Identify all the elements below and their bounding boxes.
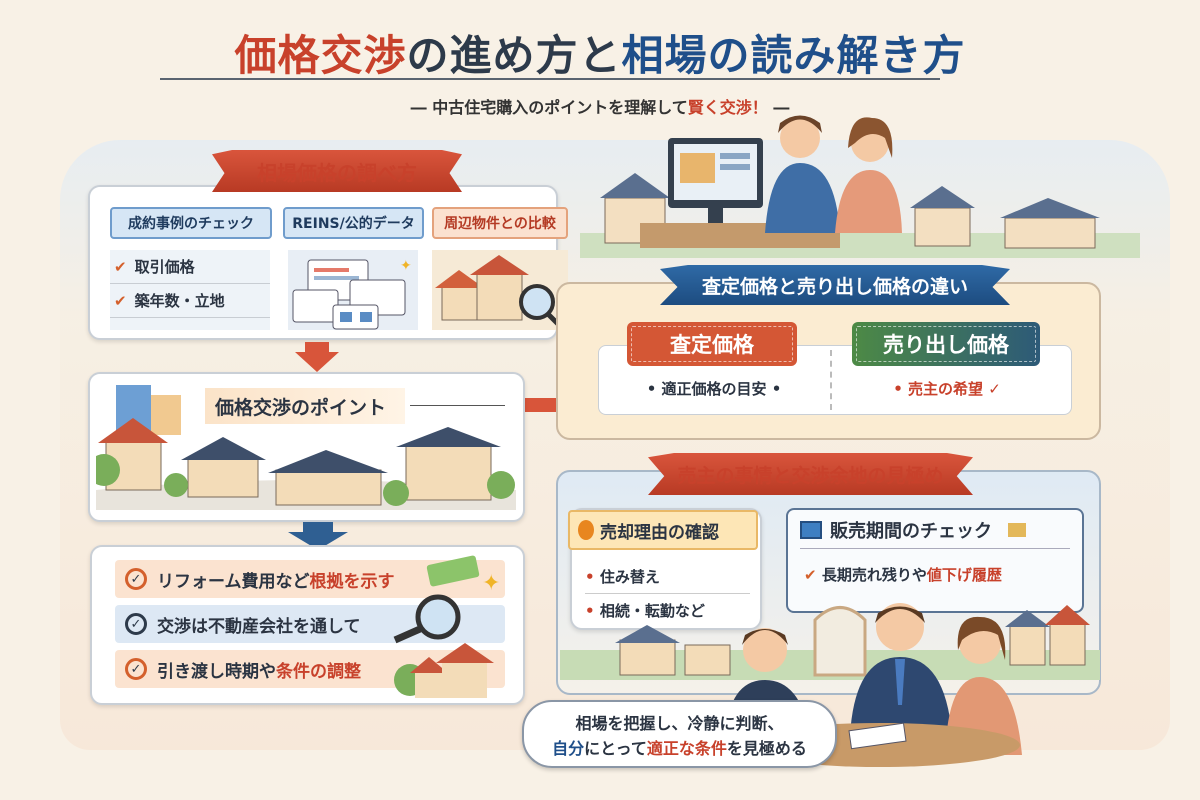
conclusion-text: を見極める [726, 739, 807, 758]
title-dark: の進め方と [406, 31, 622, 80]
negotiation-points-heading: 価格交渉のポイント [205, 388, 405, 424]
price-difference-ribbon: 査定価格と売り出し価格の違い [660, 265, 1010, 305]
sale-reason-list: • 住み替え • 相続・転勤など [585, 560, 750, 627]
check-icon: ✔ [804, 566, 817, 584]
meeting-illustration [560, 603, 1100, 767]
check-circle-icon: ✓ [125, 658, 147, 680]
seller-situation-ribbon: 売主の事情と交渉余地の見極め [648, 453, 973, 495]
house-magnifier-icon [432, 250, 568, 330]
calendar-icon [800, 521, 822, 539]
sales-period-card [786, 508, 1084, 613]
title-blue: 相場の読み解き方 [621, 31, 966, 80]
divider [800, 548, 1070, 549]
heading-rule [410, 405, 505, 406]
conclusion-blue: 自分 [552, 739, 585, 758]
check-circle-icon: ✓ [125, 568, 147, 590]
title-red: 価格交渉 [234, 31, 407, 80]
item-text: 引き渡し時期や [157, 661, 276, 682]
check-icon: ✔ [114, 257, 127, 276]
checklist-item: ✔ 取引価格 [110, 250, 270, 284]
divider [830, 350, 832, 410]
couple-at-computer-illustration [580, 115, 1140, 258]
money-magnifier-house-illustration: ✦ [393, 555, 500, 698]
list-item: • 相続・転勤など [585, 594, 750, 627]
arrow-down-blue-icon [288, 522, 348, 550]
tab-closed-deals: 成約事例のチェック [110, 207, 272, 239]
assessed-price-note: • 適正価格の目安 • [646, 380, 782, 398]
item-highlight: 根拠を示す [309, 571, 395, 592]
subtitle: ― 中古住宅購入のポイントを理解して賢く交渉！ ― [0, 94, 1200, 118]
item-text: リフォーム費用など [157, 571, 310, 592]
listing-price-badge: 売り出し価格 [852, 322, 1040, 366]
assessed-price-badge: 査定価格 [627, 322, 797, 366]
item-highlight: 条件の調整 [276, 661, 361, 682]
item-text: 長期売れ残りや [821, 566, 927, 584]
tab-nearby-comparison: 周辺物件との比較 [432, 207, 568, 239]
conclusion-line1: 相場を把握し、冷静に判断、 [575, 714, 784, 733]
info-icon [578, 520, 594, 540]
negotiation-item: ✓ 引き渡し時期や条件の調整 [115, 650, 505, 688]
bullet-icon: • [585, 568, 600, 586]
conclusion-red: 適正な条件 [646, 739, 727, 758]
title-divider [160, 78, 940, 80]
checklist: ✔ 取引価格 ✔ 築年数・立地 [110, 250, 270, 330]
card-title: 売却理由の確認 [600, 522, 719, 543]
page-title: 価格交渉の進め方と相場の読み解き方 [0, 22, 1200, 83]
checklist-label: 築年数・立地 [134, 292, 225, 310]
conclusion-bubble: 相場を把握し、冷静に判断、 自分にとって適正な条件を見極める [522, 700, 837, 768]
arrow-down-icon [295, 342, 339, 372]
conclusion-text: にとって [584, 739, 647, 758]
sale-reason-title: 売却理由の確認 [568, 510, 758, 550]
subtitle-text: ― 中古住宅購入のポイントを理解して [410, 98, 688, 117]
checklist-item: ✔ 築年数・立地 [110, 284, 270, 318]
list-item-text: 相続・転勤など [599, 602, 705, 620]
check-circle-icon: ✓ [125, 613, 147, 635]
item-text: 交渉は不動産会社を通して [157, 616, 361, 637]
listing-price-note: • 売主の希望 ✓ [893, 380, 1001, 398]
monitors-icon: ✦ [288, 250, 418, 330]
list-item: • 住み替え [585, 560, 750, 594]
card-title: 販売期間のチェック [830, 521, 992, 542]
bullet-icon: • [585, 602, 600, 620]
checklist-label: 取引価格 [134, 258, 195, 276]
svg-text:✦: ✦ [482, 571, 500, 596]
subtitle-tail: ― [767, 98, 790, 117]
subtitle-highlight: 賢く交渉！ [687, 98, 768, 117]
sales-period-item: ✔ 長期売れ残りや値下げ履歴 [804, 564, 1002, 585]
list-item-text: 住み替え [599, 568, 660, 586]
houses-illustration [96, 385, 516, 510]
sales-period-title: 販売期間のチェック [800, 517, 1080, 543]
market-research-ribbon: 相場価格の調べ方 [212, 150, 462, 192]
tab-reins-data: REINS/公的データ [283, 207, 424, 239]
conclusion-line2: 自分にとって適正な条件を見極める [524, 736, 835, 761]
folder-icon [1008, 523, 1026, 537]
item-highlight: 値下げ履歴 [926, 566, 1002, 584]
svg-text:✦: ✦ [400, 258, 412, 274]
check-icon: ✔ [114, 291, 127, 310]
